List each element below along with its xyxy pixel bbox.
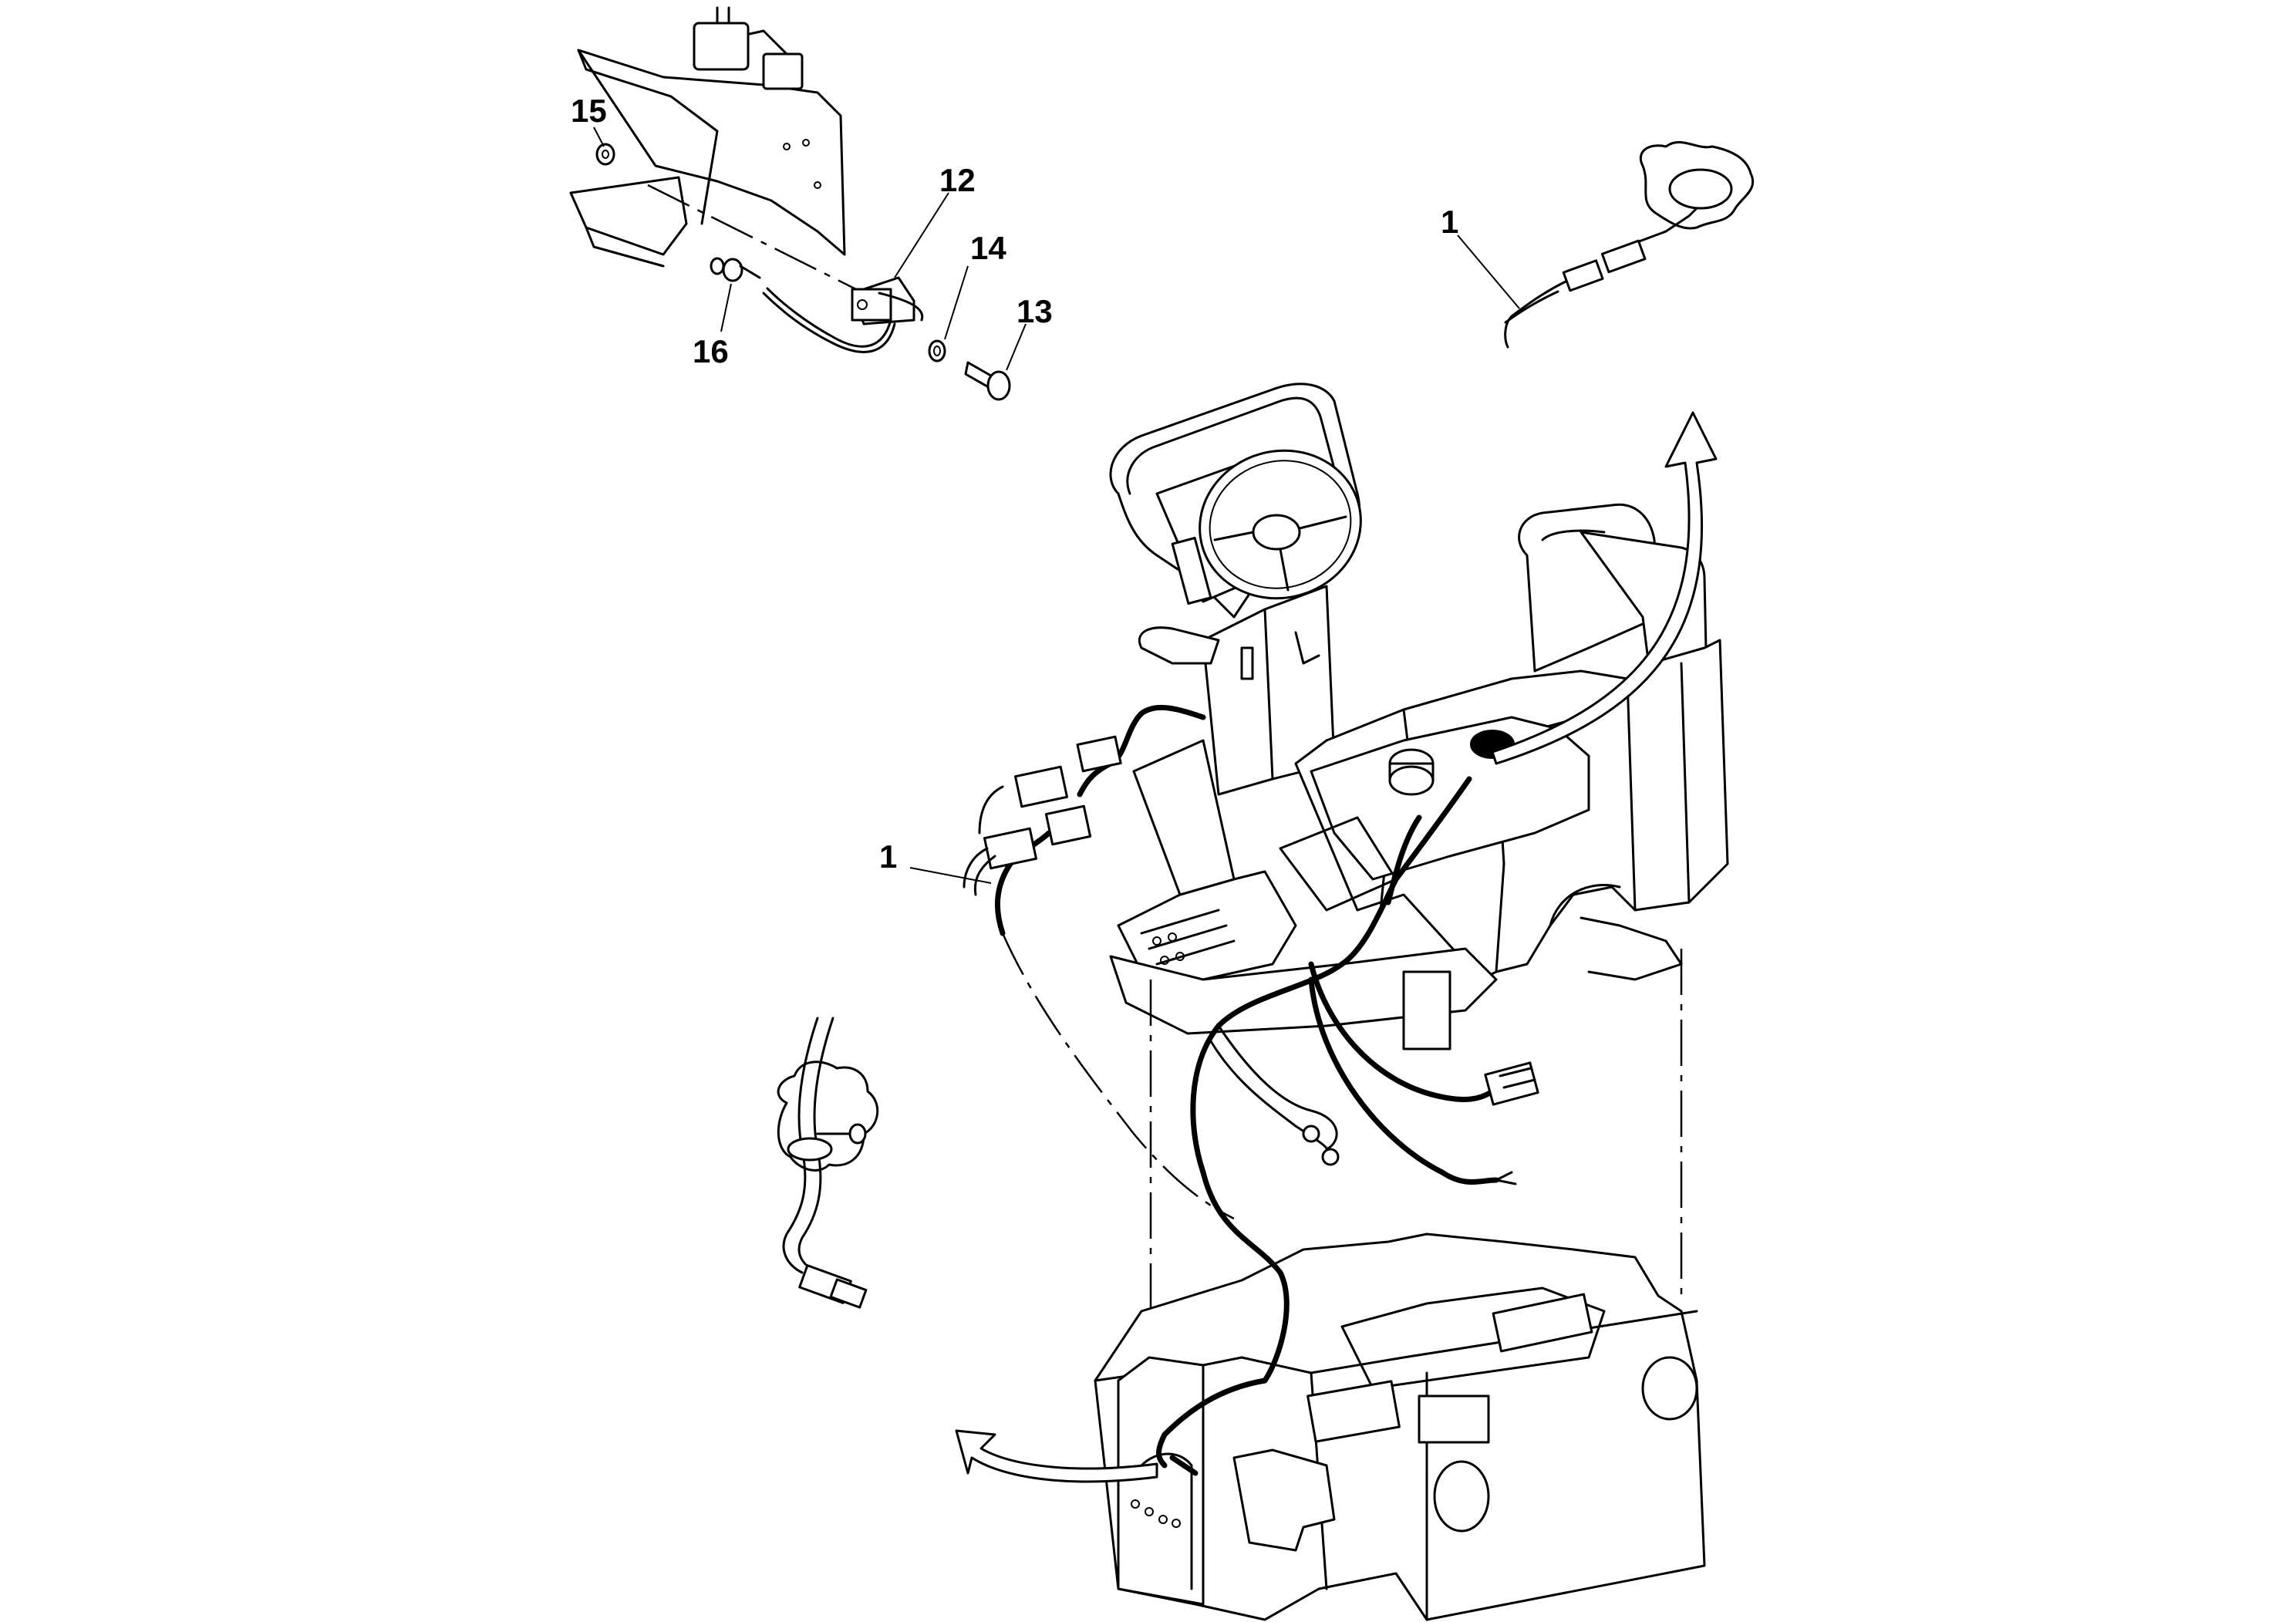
leader-15	[593, 126, 605, 147]
leader-1-left	[909, 867, 992, 884]
leader-16	[720, 283, 732, 332]
wiring-harness	[1156, 776, 1539, 1476]
callout-12: 12	[939, 162, 976, 198]
bracket-detail	[569, 6, 846, 268]
steering-column	[1109, 383, 1362, 796]
left-harness-connectors	[963, 704, 1206, 936]
leader-14	[944, 265, 969, 340]
leader-13	[1006, 323, 1027, 371]
sensor-part	[762, 276, 924, 353]
float-sensor-detail	[1504, 140, 1754, 349]
bolt-part	[964, 361, 1011, 401]
chassis-frame	[1094, 1233, 1706, 1621]
callout-1-left: 1	[879, 838, 897, 875]
callout-13: 13	[1017, 293, 1053, 329]
routing-arrow-up	[1491, 411, 1718, 765]
callout-16: 16	[693, 333, 729, 369]
routing-arrow-left	[955, 1429, 1158, 1483]
assembly-line-bracket	[647, 184, 865, 295]
washer-part	[928, 339, 946, 363]
nut-part	[595, 143, 615, 166]
assembly-line-harness	[1001, 932, 1235, 1220]
callout-1-top: 1	[1441, 204, 1458, 240]
callout-15: 15	[571, 93, 607, 129]
callout-14: 14	[970, 230, 1006, 266]
seat-body	[1109, 503, 1729, 1050]
leader-12	[894, 192, 949, 278]
leader-1-top	[1457, 234, 1520, 309]
pad-sensor-detail	[777, 1017, 879, 1309]
grommet-part	[710, 257, 761, 282]
